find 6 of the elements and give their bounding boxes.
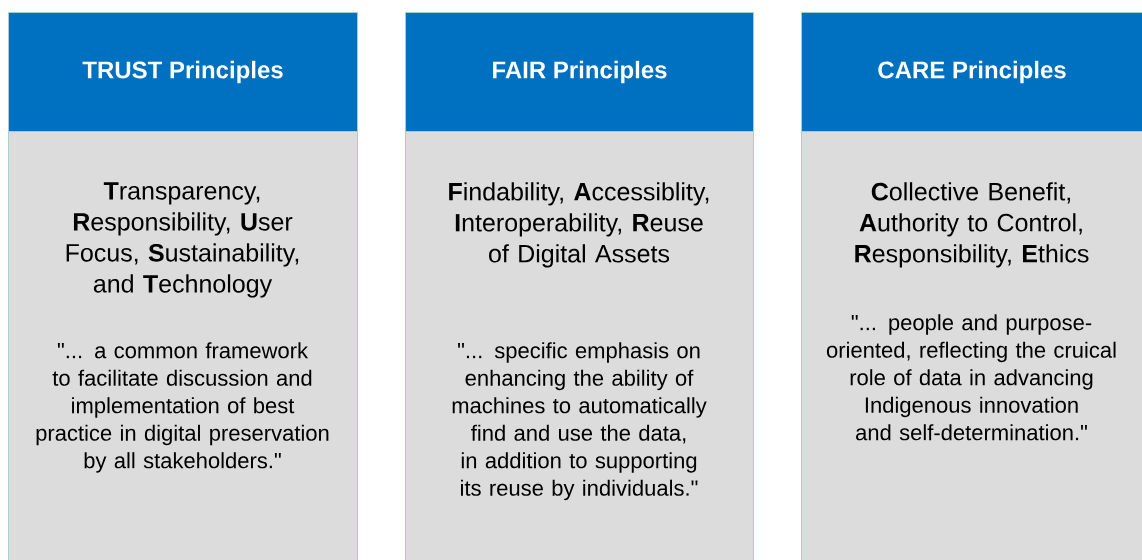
card-box: Transparency, Responsibility, User Focus, Sustainability, and Technology "... a common framework to facilitate discussion and implementation of best practice in digital preservation by all stakeholders." (8, 131, 358, 560)
header-box: TRUST Principles (8, 12, 358, 132)
card-box: Collective Benefit, Authority to Control, Responsibility, Ethics "... people and purpose-oriented, reflecting the cruical role of data in advancing Indigenous innovation and self-determination." (801, 131, 1142, 560)
header-box: FAIR Principles (405, 12, 754, 132)
card-box: Findability, Accessiblity, Interoperability, Reuse of Digital Assets "... specific emphasis on enhancing the ability of machines to automatically find and use the data, in addition to supporting its reuse by individuals." (405, 131, 754, 560)
header-box: CARE Principles (801, 12, 1142, 132)
